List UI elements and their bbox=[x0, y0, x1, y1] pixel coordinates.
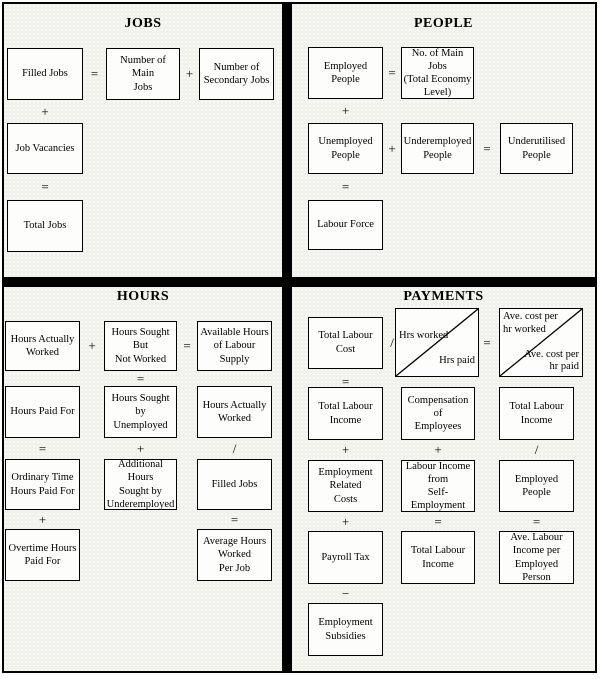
box-total-jobs: Total Jobs bbox=[7, 200, 83, 252]
box-employed-people-payments: Employed People bbox=[499, 460, 574, 512]
people-grid: Employed People = No. of Main Jobs (Tota… bbox=[308, 47, 573, 250]
box-underemployed-people: Underemployed People bbox=[401, 123, 474, 174]
operator-equals: = bbox=[483, 140, 491, 156]
box-no-of-main-jobs-total-economy: No. of Main Jobs (Total Economy Level) bbox=[401, 47, 474, 99]
people-title: PEOPLE bbox=[413, 16, 473, 31]
operator-plus: + bbox=[341, 103, 350, 118]
operator-plus: + bbox=[185, 66, 194, 81]
box-labour-income-from-self-employment: Labour Income from Self-Employment bbox=[401, 460, 475, 512]
quadrant-people: PEOPLE Employed People = No. of Main Job… bbox=[292, 4, 595, 277]
operator-plus: + bbox=[136, 440, 145, 456]
box-number-of-secondary-jobs: Number of Secondary Jobs bbox=[199, 48, 274, 100]
diag-label-ave-cost-per-hr-worked: Ave. cost per hr worked bbox=[503, 311, 558, 335]
box-unemployed-people: Unemployed People bbox=[308, 123, 383, 174]
operator-equals: = bbox=[388, 65, 396, 80]
operator-divide: / bbox=[390, 334, 394, 350]
payments-grid: Total Labour Cost / Hrs worked Hrs paid … bbox=[308, 308, 583, 656]
box-payroll-tax: Payroll Tax bbox=[308, 531, 383, 584]
box-additional-hours-sought-by-underemployed: Additional Hours Sought by Underemployed bbox=[104, 459, 177, 510]
operator-divide: / bbox=[232, 440, 237, 456]
box-hours-sought-but-not-worked: Hours Sought But Not Worked bbox=[104, 321, 177, 371]
box-available-hours-of-labour-supply: Available Hours of Labour Supply bbox=[197, 321, 272, 371]
box-underutilised-people: Underutilised People bbox=[500, 123, 573, 174]
operator-plus: + bbox=[434, 442, 442, 457]
diagonal-line bbox=[396, 309, 478, 376]
box-overtime-hours-paid-for: Overtime Hours Paid For bbox=[5, 529, 80, 581]
payments-title: PAYMENTS bbox=[403, 289, 484, 304]
jobs-title: JOBS bbox=[124, 16, 162, 31]
box-compensation-of-employees: Compensation of Employees bbox=[401, 387, 475, 440]
box-job-vacancies: Job Vacancies bbox=[7, 123, 83, 174]
box-hrs-worked-hrs-paid: Hrs worked Hrs paid bbox=[395, 308, 479, 377]
operator-equals: = bbox=[90, 66, 99, 81]
diag-label-hrs-worked: Hrs worked bbox=[399, 330, 449, 341]
box-employment-related-costs: Employment Related Costs bbox=[308, 460, 383, 512]
operator-equals: = bbox=[183, 338, 191, 353]
box-hours-paid-for: Hours Paid For bbox=[5, 386, 80, 438]
quadrant-hours: HOURS Hours Actually Worked + Hours Soug… bbox=[4, 287, 282, 671]
box-ave-labour-income-per-employed-person: Ave. Labour Income per Employed Person bbox=[499, 531, 574, 584]
operator-plus: + bbox=[388, 140, 396, 156]
box-filled-jobs-hours: Filled Jobs bbox=[197, 459, 272, 510]
operator-equals: = bbox=[483, 334, 491, 350]
box-hours-actually-worked-2: Hours Actually Worked bbox=[197, 386, 272, 438]
vertical-divider bbox=[282, 4, 292, 671]
operator-minus: − bbox=[341, 585, 350, 601]
diagram-frame: JOBS Filled Jobs = Number of Main Jobs +… bbox=[2, 2, 597, 673]
box-hours-actually-worked: Hours Actually Worked bbox=[5, 321, 80, 371]
horizontal-divider bbox=[4, 277, 595, 287]
box-labour-force: Labour Force bbox=[308, 200, 383, 250]
operator-divide: / bbox=[534, 442, 539, 457]
operator-equals: = bbox=[41, 179, 49, 194]
box-total-labour-cost: Total Labour Cost bbox=[308, 316, 383, 369]
quadrant-payments: PAYMENTS Total Labour Cost / Hrs worked … bbox=[292, 287, 595, 671]
operator-equals: = bbox=[532, 513, 541, 529]
box-employed-people: Employed People bbox=[308, 47, 383, 99]
box-total-labour-income-3: Total Labour Income bbox=[401, 531, 475, 584]
jobs-grid: Filled Jobs = Number of Main Jobs + Numb… bbox=[7, 48, 274, 252]
box-employment-subsidies: Employment Subsidies bbox=[308, 603, 383, 656]
operator-equals: = bbox=[230, 511, 239, 527]
operator-plus: + bbox=[88, 338, 96, 353]
box-number-of-main-jobs: Number of Main Jobs bbox=[106, 48, 180, 100]
box-ave-cost-per-hr: Ave. cost per hr worked Ave. cost per hr… bbox=[499, 308, 583, 377]
operator-equals: = bbox=[136, 370, 145, 386]
box-hours-sought-by-unemployed: Hours Sought by Unemployed bbox=[104, 386, 177, 438]
box-total-labour-income-2: Total Labour Income bbox=[499, 387, 574, 440]
box-total-labour-income-1: Total Labour Income bbox=[308, 387, 383, 440]
box-filled-jobs: Filled Jobs bbox=[7, 48, 83, 100]
diagonal-line bbox=[500, 309, 582, 376]
operator-equals: = bbox=[38, 440, 47, 456]
operator-equals: = bbox=[341, 374, 350, 389]
box-ordinary-time-hours-paid-for: Ordinary Time Hours Paid For bbox=[5, 459, 80, 510]
diag-label-ave-cost-per-hr-paid: Ave. cost per hr paid bbox=[524, 348, 579, 373]
hours-grid: Hours Actually Worked + Hours Sought But… bbox=[5, 321, 272, 581]
operator-equals: = bbox=[341, 179, 350, 194]
operator-plus: + bbox=[41, 103, 49, 119]
box-average-hours-worked-per-job: Average Hours Worked Per Job bbox=[197, 529, 272, 581]
hours-title: HOURS bbox=[116, 289, 170, 304]
operator-plus: + bbox=[38, 511, 47, 527]
operator-plus: + bbox=[341, 513, 350, 529]
diag-label-hrs-paid: Hrs paid bbox=[439, 355, 475, 367]
operator-equals: = bbox=[434, 513, 442, 529]
quadrant-jobs: JOBS Filled Jobs = Number of Main Jobs +… bbox=[4, 4, 282, 277]
operator-plus: + bbox=[341, 442, 350, 457]
